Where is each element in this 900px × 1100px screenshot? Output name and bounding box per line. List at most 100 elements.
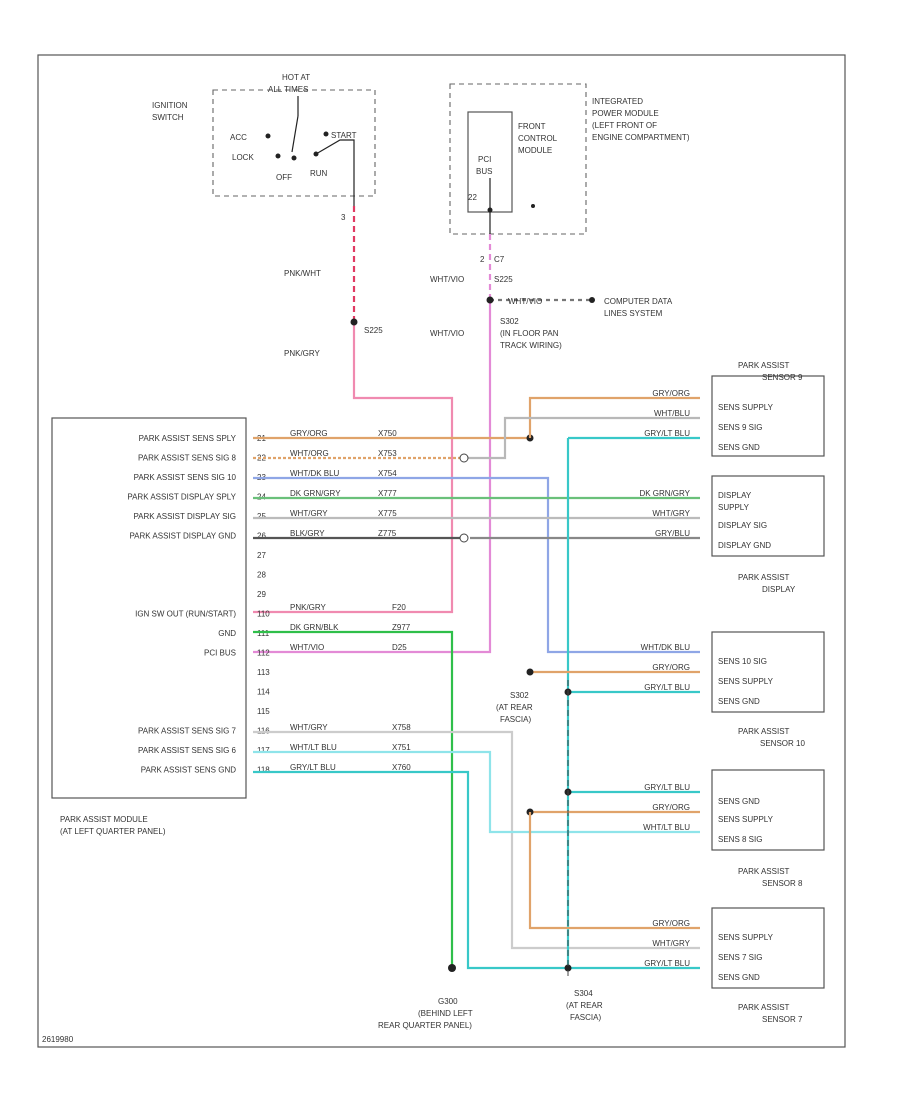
pam-pin-label: PCI BUS <box>204 649 236 658</box>
wire-row-116 <box>253 730 700 950</box>
wire-circuit-label: Z775 <box>378 529 397 538</box>
ignition-pin: 3 <box>341 213 346 222</box>
s302-rear-2: (AT REAR <box>496 703 533 712</box>
ignition-switch-box <box>212 89 376 197</box>
sensor10-title-2: SENSOR 10 <box>760 739 805 748</box>
sensor-7: SENS SUPPLY SENS 7 SIG SENS GND PARK ASS… <box>711 907 825 1024</box>
pam-pin-number: 26 <box>257 532 266 541</box>
wire-row-118 <box>253 770 700 970</box>
wire-circuit-label: D25 <box>392 643 407 652</box>
sensor10-box <box>711 631 825 713</box>
s302-label-3: TRACK WIRING) <box>500 341 562 350</box>
switch-contact-lock <box>275 153 281 159</box>
pci-label-1: PCI <box>478 155 491 164</box>
display-box <box>711 475 825 557</box>
pam-pin-label: PARK ASSIST SENS SIG 7 <box>138 727 237 736</box>
sensor-wire-label: GRY/LT BLU <box>644 429 690 438</box>
wire-circuit-label: Z977 <box>392 623 411 632</box>
s304-2: (AT REAR <box>566 1001 603 1010</box>
wire-ground <box>253 630 454 968</box>
display-pin-2: SUPPLY <box>718 503 750 512</box>
sensor9-pin-3: SENS GND <box>718 443 760 452</box>
switch-start: START <box>331 131 357 140</box>
fcm-name-2: CONTROL <box>518 134 558 143</box>
pam-pin-number: 29 <box>257 590 266 599</box>
wire-label-pnk-wht: PNK/WHT <box>284 269 321 278</box>
splice-s225-ign <box>350 318 358 326</box>
wire-s9-supply <box>528 396 700 438</box>
park-assist-display: DISPLAY SUPPLY DISPLAY SIG DISPLAY GND P… <box>711 475 825 594</box>
pam-pin-number: 117 <box>257 746 270 755</box>
sensor10-pin-2: SENS SUPPLY <box>718 677 774 686</box>
sensor7-title-1: PARK ASSIST <box>738 1003 790 1012</box>
wire-pnk-gry <box>253 322 454 614</box>
pam-title-2: (AT LEFT QUARTER PANEL) <box>60 827 166 836</box>
switch-contact-acc <box>265 133 271 139</box>
wire-row-117 <box>253 750 700 834</box>
wire-color-label: PNK/GRY <box>290 603 327 612</box>
wire-label-s225-pci: S225 <box>494 275 513 284</box>
s302-label-2: (IN FLOOR PAN <box>500 329 559 338</box>
wire-circuit-label: X775 <box>378 509 397 518</box>
sensor-wire-label: WHT/LT BLU <box>643 823 690 832</box>
wire-color-label: WHT/ORG <box>290 449 329 458</box>
ipm-box <box>449 83 587 235</box>
sensor-9: PARK ASSIST SENSOR 9 SENS SUPPLY SENS 9 … <box>711 361 825 457</box>
fcm-name-1: FRONT <box>518 122 546 131</box>
wire-circuit-label: X760 <box>392 763 411 772</box>
pam-pin-label: PARK ASSIST DISPLAY SIG <box>133 512 236 521</box>
wire-circuit-label: F20 <box>392 603 406 612</box>
sensor10-pin-1: SENS 10 SIG <box>718 657 767 666</box>
s304-3: FASCIA) <box>570 1013 601 1022</box>
switch-acc: ACC <box>230 133 247 142</box>
ipm-dot <box>531 204 535 208</box>
g300-1: G300 <box>438 997 458 1006</box>
pam-pin-label: PARK ASSIST DISPLAY GND <box>129 532 236 541</box>
wire-color-label: GRY/LT BLU <box>290 763 336 772</box>
ignition-switch-name-2: SWITCH <box>152 113 184 122</box>
wire-color-label: WHT/LT BLU <box>290 743 337 752</box>
pam-pin-number: 28 <box>257 571 266 580</box>
pam-pin-number: 114 <box>257 688 270 697</box>
connector-loop-1 <box>459 453 469 463</box>
pam-pin-label: PARK ASSIST SENS SIG 6 <box>138 746 237 755</box>
hot-at-label-2: ALL TIMES <box>268 85 308 94</box>
wire-color-label: WHT/VIO <box>290 643 324 652</box>
switch-output <box>315 139 355 206</box>
sensor-wire-label: WHT/GRY <box>652 939 690 948</box>
sensor8-title-1: PARK ASSIST <box>738 867 790 876</box>
pam-pin-label: PARK ASSIST SENS SIG 8 <box>138 454 237 463</box>
sensor8-pin-1: SENS GND <box>718 797 760 806</box>
figure-code: 2619980 <box>42 1035 74 1044</box>
pam-pin-number: 27 <box>257 551 266 560</box>
sensor7-box <box>711 907 825 989</box>
display-pin-3: DISPLAY SIG <box>718 521 767 530</box>
pam-pin-number: 115 <box>257 707 270 716</box>
g300-ground <box>448 964 456 972</box>
sensor-wire-label: GRY/BLU <box>655 529 690 538</box>
display-title-2: DISPLAY <box>762 585 796 594</box>
sensor8-box <box>711 769 825 851</box>
sensor8-title-2: SENSOR 8 <box>762 879 803 888</box>
sensor10-pin-3: SENS GND <box>718 697 760 706</box>
pam-pin-number: 25 <box>257 512 266 521</box>
sensor8-pin-3: SENS 8 SIG <box>718 835 762 844</box>
park-assist-module: PARK ASSIST MODULE (AT LEFT QUARTER PANE… <box>51 417 270 836</box>
ignition-wire: PNK/WHT S225 PNK/GRY <box>253 206 454 614</box>
pci-node <box>487 207 493 213</box>
wire-label-pnk-gry: PNK/GRY <box>284 349 321 358</box>
wire-circuit-label: X758 <box>392 723 411 732</box>
s302-label-1: S302 <box>500 317 519 326</box>
wire-color-label: WHT/GRY <box>290 509 328 518</box>
pam-pin-label: IGN SW OUT (RUN/START) <box>135 610 236 619</box>
sensor9-pin-1: SENS SUPPLY <box>718 403 774 412</box>
wire-label-pci-2: WHT/VIO <box>508 297 542 306</box>
pam-pin-label: GND <box>218 629 236 638</box>
connector-loop-2 <box>459 533 469 543</box>
cds-label-2: LINES SYSTEM <box>604 309 663 318</box>
sensor-wire-label: WHT/BLU <box>654 409 690 418</box>
sensor7-pin-2: SENS 7 SIG <box>718 953 762 962</box>
s302-rear-1: S302 <box>510 691 529 700</box>
